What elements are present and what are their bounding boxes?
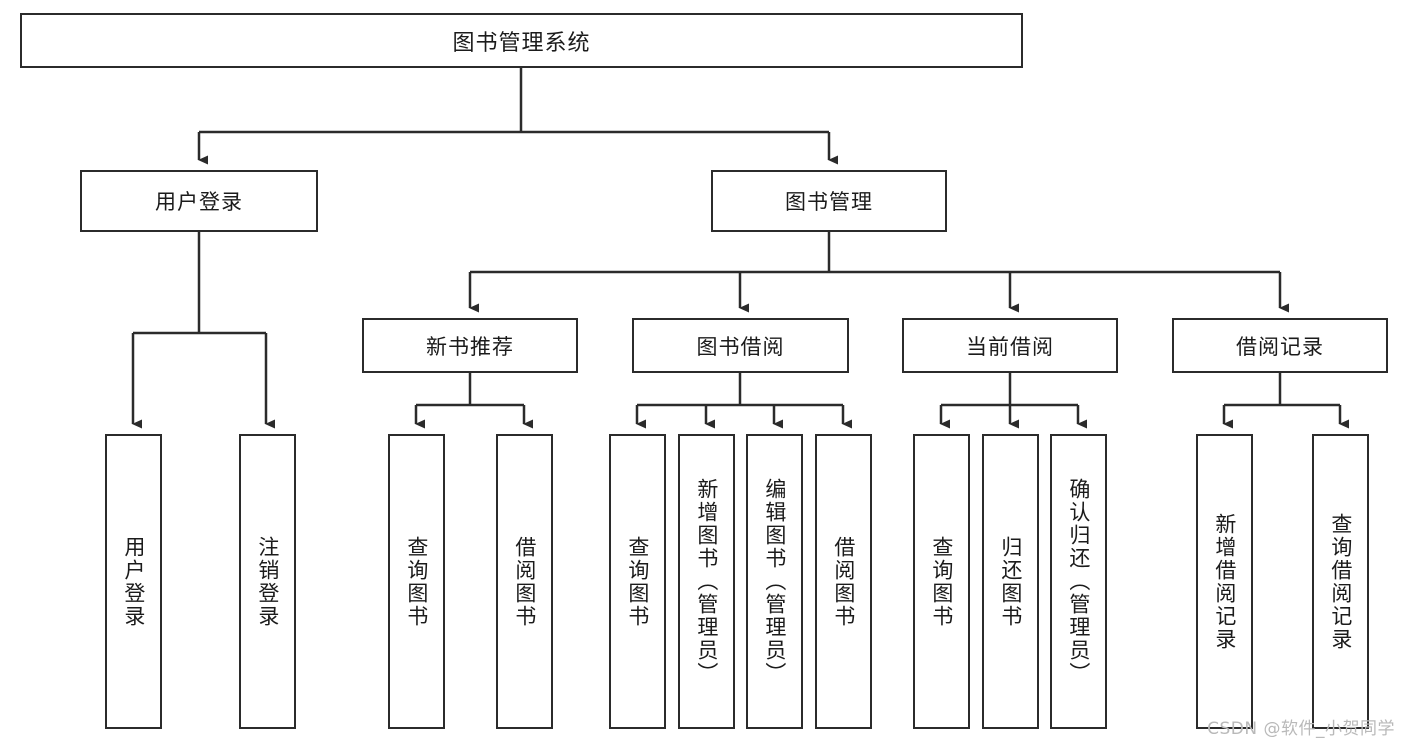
node-label: 查询图书: [404, 535, 429, 628]
leaf-new-book-borrow-book[interactable]: 借阅图书: [496, 434, 553, 729]
leaf-book-borrow-add-book-admin[interactable]: 新增图书（管理员）: [678, 434, 735, 729]
leaf-borrow-record-add-record[interactable]: 新增借阅记录: [1196, 434, 1253, 729]
node-label: 编辑图书（管理员）: [762, 478, 787, 685]
node-label: 借阅图书: [831, 535, 856, 628]
csdn-watermark: CSDN @软件_小贺同学: [1207, 719, 1395, 739]
node-label: 新书推荐: [426, 334, 514, 359]
leaf-current-borrow-return-book[interactable]: 归还图书: [982, 434, 1039, 729]
leaf-current-borrow-query-book[interactable]: 查询图书: [913, 434, 970, 729]
node-label: 新增借阅记录: [1212, 512, 1237, 651]
node-label: 查询借阅记录: [1328, 512, 1353, 651]
node-label: 注销登录: [255, 535, 280, 628]
node-root-library-management-system[interactable]: 图书管理系统: [20, 13, 1023, 68]
node-label: 确认归还（管理员）: [1066, 478, 1091, 685]
node-label: 用户登录: [121, 535, 146, 628]
node-label: 归还图书: [998, 535, 1023, 628]
leaf-current-borrow-confirm-return-admin[interactable]: 确认归还（管理员）: [1050, 434, 1107, 729]
node-label: 图书管理系统: [452, 30, 591, 56]
node-label: 借阅图书: [512, 535, 537, 628]
leaf-book-borrow-borrow-book[interactable]: 借阅图书: [815, 434, 872, 729]
node-borrow-record[interactable]: 借阅记录: [1172, 318, 1388, 373]
node-user-login[interactable]: 用户登录: [80, 170, 318, 232]
node-label: 新增图书（管理员）: [694, 478, 719, 685]
node-book-borrow[interactable]: 图书借阅: [632, 318, 849, 373]
leaf-book-borrow-edit-book-admin[interactable]: 编辑图书（管理员）: [746, 434, 803, 729]
node-label: 查询图书: [625, 535, 650, 628]
leaf-new-book-query-book[interactable]: 查询图书: [388, 434, 445, 729]
leaf-book-borrow-query-book[interactable]: 查询图书: [609, 434, 666, 729]
node-label: 用户登录: [155, 190, 243, 214]
node-label: 查询图书: [929, 535, 954, 628]
node-label: 图书管理: [785, 190, 873, 214]
node-new-book-recommend[interactable]: 新书推荐: [362, 318, 578, 373]
leaf-borrow-record-query-record[interactable]: 查询借阅记录: [1312, 434, 1369, 729]
leaf-user-login-logout[interactable]: 注销登录: [239, 434, 296, 729]
node-label: 当前借阅: [966, 334, 1054, 359]
node-book-management[interactable]: 图书管理: [711, 170, 947, 232]
leaf-user-login-login[interactable]: 用户登录: [105, 434, 162, 729]
node-label: 图书借阅: [696, 334, 785, 359]
node-label: 借阅记录: [1236, 334, 1324, 359]
node-current-borrow[interactable]: 当前借阅: [902, 318, 1118, 373]
